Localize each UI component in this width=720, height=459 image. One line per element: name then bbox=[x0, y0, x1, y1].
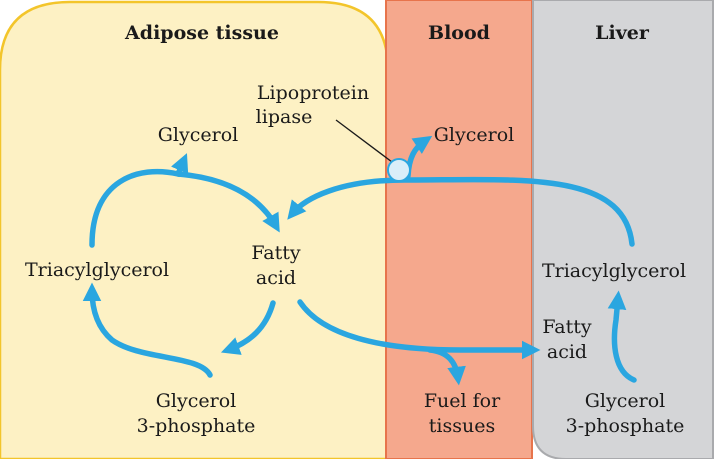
lipase-pointer bbox=[335, 119, 393, 163]
liver-fatty-acid-line1: Fatty bbox=[542, 316, 591, 338]
arrow-to-fatty-acid bbox=[175, 171, 280, 233]
liver-g3p-line2: 3-phosphate bbox=[566, 415, 685, 437]
liver-triacylglycerol-label: Triacylglycerol bbox=[542, 260, 686, 282]
adipose-g3p-line1: Glycerol bbox=[156, 390, 236, 412]
blood-header: Blood bbox=[428, 22, 490, 44]
liver-region bbox=[532, 0, 714, 459]
arrow-fatty-acid-to-liver bbox=[297, 299, 541, 360]
blood-glycerol-label: Glycerol bbox=[434, 124, 514, 146]
adipose-glycerol-label: Glycerol bbox=[158, 124, 238, 146]
adipose-g3p-line2: 3-phosphate bbox=[137, 415, 256, 437]
lipoprotein-lipase-enzyme bbox=[387, 158, 411, 182]
lipase-label-line1: Lipoprotein bbox=[257, 82, 369, 104]
adipose-fatty-acid-line2: acid bbox=[256, 267, 296, 289]
adipose-triacylglycerol-label: Triacylglycerol bbox=[25, 259, 169, 281]
fuel-label-line2: tissues bbox=[429, 415, 495, 437]
lipase-label-line2: lipase bbox=[256, 106, 313, 128]
arrow-liver-to-fatty-acid bbox=[287, 176, 635, 247]
fuel-label-line1: Fuel for bbox=[424, 390, 501, 412]
arrow-liver-g3p-to-tag bbox=[607, 290, 637, 383]
arrow-fatty-acid-to-g3p-area bbox=[220, 300, 276, 355]
adipose-fatty-acid-line1: Fatty bbox=[251, 242, 300, 264]
liver-header: Liver bbox=[595, 22, 650, 44]
arrow-to-fuel bbox=[427, 347, 466, 386]
arrow-tag-to-glycerol bbox=[89, 153, 189, 248]
arrow-g3p-to-tag bbox=[82, 282, 213, 378]
adipose-header: Adipose tissue bbox=[124, 22, 279, 44]
liver-fatty-acid-line2: acid bbox=[547, 341, 587, 363]
liver-g3p-line1: Glycerol bbox=[585, 390, 665, 412]
